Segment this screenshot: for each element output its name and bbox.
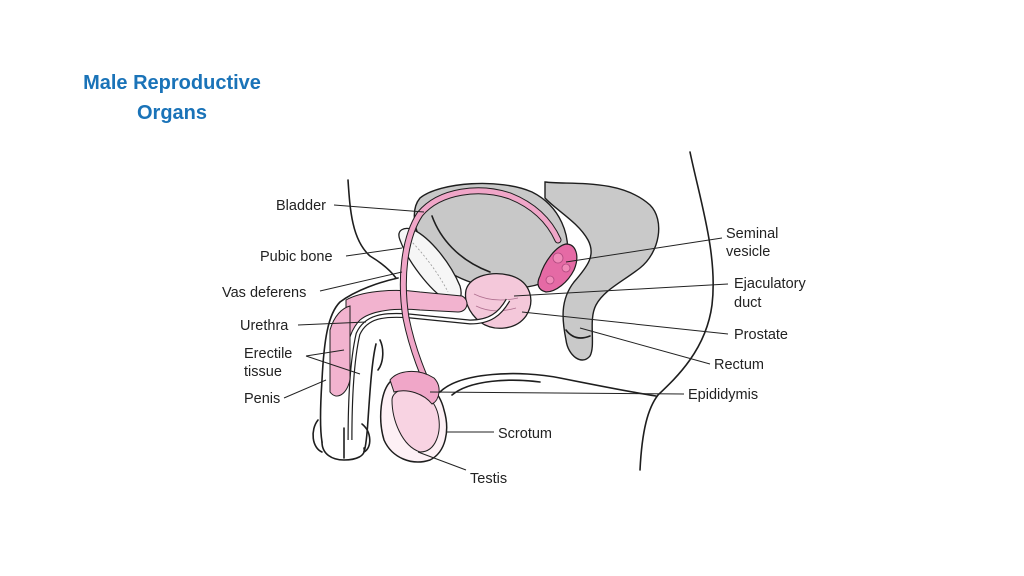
label-rectum: Rectum [714,357,764,373]
pubic-bone-shape [398,227,462,303]
labels: Bladder Pubic bone Vas deferens Urethra … [222,198,806,487]
leader-testis [417,451,467,471]
label-prostate: Prostate [734,327,788,343]
title-line-2: Organs [136,102,208,124]
leader-lines [283,204,729,471]
leader-bladder [333,204,425,213]
label-pubic-bone: Pubic bone [260,249,333,265]
label-penis: Penis [244,391,280,407]
label-testis: Testis [470,471,507,487]
leader-urethra [297,321,367,326]
label-ejaculatory-duct-1: Ejaculatory [734,276,806,292]
leader-rectum [579,327,711,365]
rectum-shape [544,181,660,361]
leader-epididymis [429,391,685,395]
label-bladder: Bladder [276,198,326,214]
leader-erectile-2 [305,355,361,375]
leader-ejaculatory-duct [513,283,729,297]
label-erectile-tissue-1: Erectile [244,346,292,362]
vas-deferens-shape [399,187,562,404]
page-title: Male Reproductive Organs [62,68,282,128]
leader-seminal-vesicle [565,237,723,263]
label-vas-deferens: Vas deferens [222,285,306,301]
seminal-vesicle-shape [537,243,578,293]
leader-prostate [521,311,729,335]
prostate-shape [464,273,532,329]
label-ejaculatory-duct-2: duct [734,295,761,311]
leader-erectile-1 [305,349,345,357]
scrotum-shape [379,371,448,463]
leader-pubic-bone [345,247,403,257]
title-line-1: Male Reproductive [83,72,261,94]
label-urethra: Urethra [240,318,289,334]
body-outline [312,151,714,471]
label-scrotum: Scrotum [498,426,552,442]
leader-vas-deferens [319,271,403,292]
leader-penis [283,379,327,399]
label-seminal-vesicle-2: vesicle [726,244,770,260]
label-seminal-vesicle-1: Seminal [726,226,778,242]
label-epididymis: Epididymis [688,387,758,403]
label-erectile-tissue-2: tissue [244,364,282,380]
urethra-shape [347,298,511,441]
